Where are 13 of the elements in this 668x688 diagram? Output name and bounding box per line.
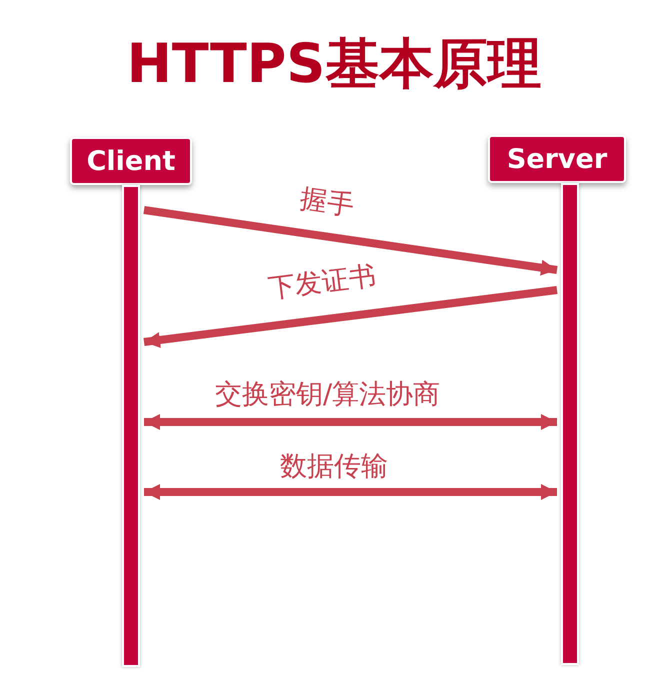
edge-label: 数据传输 (280, 452, 388, 482)
arrow (143, 206, 558, 276)
lifeline-bar (561, 183, 579, 665)
edge-label: 交换密钥/算法协商 (215, 380, 440, 410)
lifeline-bar (122, 185, 140, 667)
participant-box: Client (70, 137, 192, 185)
arrow (144, 484, 557, 500)
arrow (144, 286, 558, 348)
edge-label: 下发证书 (266, 262, 378, 304)
edge-label: 握手 (298, 184, 356, 222)
arrow (144, 414, 557, 430)
participant-box: Server (488, 135, 626, 183)
title: HTTPS基本原理 (126, 31, 542, 97)
